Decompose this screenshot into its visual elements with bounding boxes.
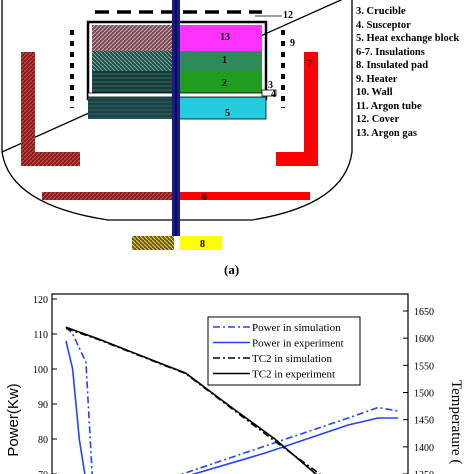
melt-region xyxy=(178,51,262,71)
component-legend-item: 8. Insulated pad xyxy=(356,60,429,71)
solid-region xyxy=(178,71,262,93)
insulated-pad xyxy=(180,236,222,250)
label-3: 3 xyxy=(268,80,273,91)
legend-label: TC2 in experiment xyxy=(252,369,335,381)
legend-label: Power in experiment xyxy=(252,338,344,350)
right-tick-label: 1350 xyxy=(414,470,434,474)
right-tick-label: 1650 xyxy=(414,307,434,318)
label-1: 1 xyxy=(222,55,227,66)
solid-region-left xyxy=(92,71,178,93)
label-6: 6 xyxy=(202,192,207,203)
component-legend-item: 11. Argon tube xyxy=(356,100,422,112)
component-legend-item: 10. Wall xyxy=(356,87,393,98)
label-9: 9 xyxy=(290,38,295,49)
series-line-1 xyxy=(65,340,398,474)
left-tick-label: 80 xyxy=(38,435,48,446)
left-tick-label: 100 xyxy=(33,365,48,376)
right-tick-label: 1550 xyxy=(414,361,434,372)
insulation-bottom-left xyxy=(42,192,172,200)
plot-frame xyxy=(51,293,409,474)
series-line-3 xyxy=(65,326,318,474)
component-legend-item: 5. Heat exchange block xyxy=(356,33,460,44)
label-13: 13 xyxy=(220,32,230,43)
left-tick-label: 110 xyxy=(33,330,48,341)
right-tick-label: 1450 xyxy=(414,416,434,427)
series-lines xyxy=(65,326,399,474)
right-tick-label: 1400 xyxy=(414,443,434,454)
figure-caption: (a) xyxy=(224,262,240,277)
left-tick-label: 90 xyxy=(38,400,48,411)
insulated-pad-left xyxy=(132,236,174,250)
right-axis-label: Temperature ( xyxy=(448,380,464,464)
label-7: 7 xyxy=(307,58,312,69)
right-tick-label: 1500 xyxy=(414,389,434,400)
left-axis: 120 110 100 90 80 70 xyxy=(33,295,57,474)
component-legend-item: 12. Cover xyxy=(356,114,400,125)
insulation-bottom-right xyxy=(180,192,310,200)
furnace-diagram: 13 1 2 3 4 5 6 7 8 9 12 xyxy=(1,0,353,250)
label-2: 2 xyxy=(222,78,227,89)
left-tick-label: 120 xyxy=(33,295,48,306)
heat-exchange-block xyxy=(177,96,267,120)
argon-gas-region xyxy=(178,25,262,51)
right-axis: 1650 1600 1550 1500 1450 1400 1350 xyxy=(403,307,434,474)
left-tick-label: 70 xyxy=(38,470,48,474)
label-4: 4 xyxy=(271,89,276,100)
legend-label: TC2 in simulation xyxy=(252,353,333,365)
melt-region-left xyxy=(92,51,178,71)
right-tick-label: 1600 xyxy=(414,334,434,345)
label-12: 12 xyxy=(283,10,293,21)
left-axis-label: Power(Kw) xyxy=(5,383,22,456)
chart: 120 110 100 90 80 70 1650 1600 1550 1500 1450 1400… xyxy=(5,293,464,474)
susceptor-edge xyxy=(261,89,277,97)
component-legend-item: 6-7. Insulations xyxy=(356,46,425,58)
series-line-0 xyxy=(65,326,399,474)
legend-label: Power in simulation xyxy=(252,322,341,334)
insulation-right xyxy=(276,52,318,166)
label-8: 8 xyxy=(200,239,205,250)
component-legend-item: 3. Crucible xyxy=(356,6,406,17)
insulation-left xyxy=(21,52,80,166)
label-5: 5 xyxy=(225,108,230,119)
component-legend-item: 13. Argon gas xyxy=(356,127,417,139)
component-legend-item: 9. Heater xyxy=(356,73,398,85)
gas-region-left xyxy=(92,25,178,51)
component-legend-item: 4. Susceptor xyxy=(356,19,411,31)
